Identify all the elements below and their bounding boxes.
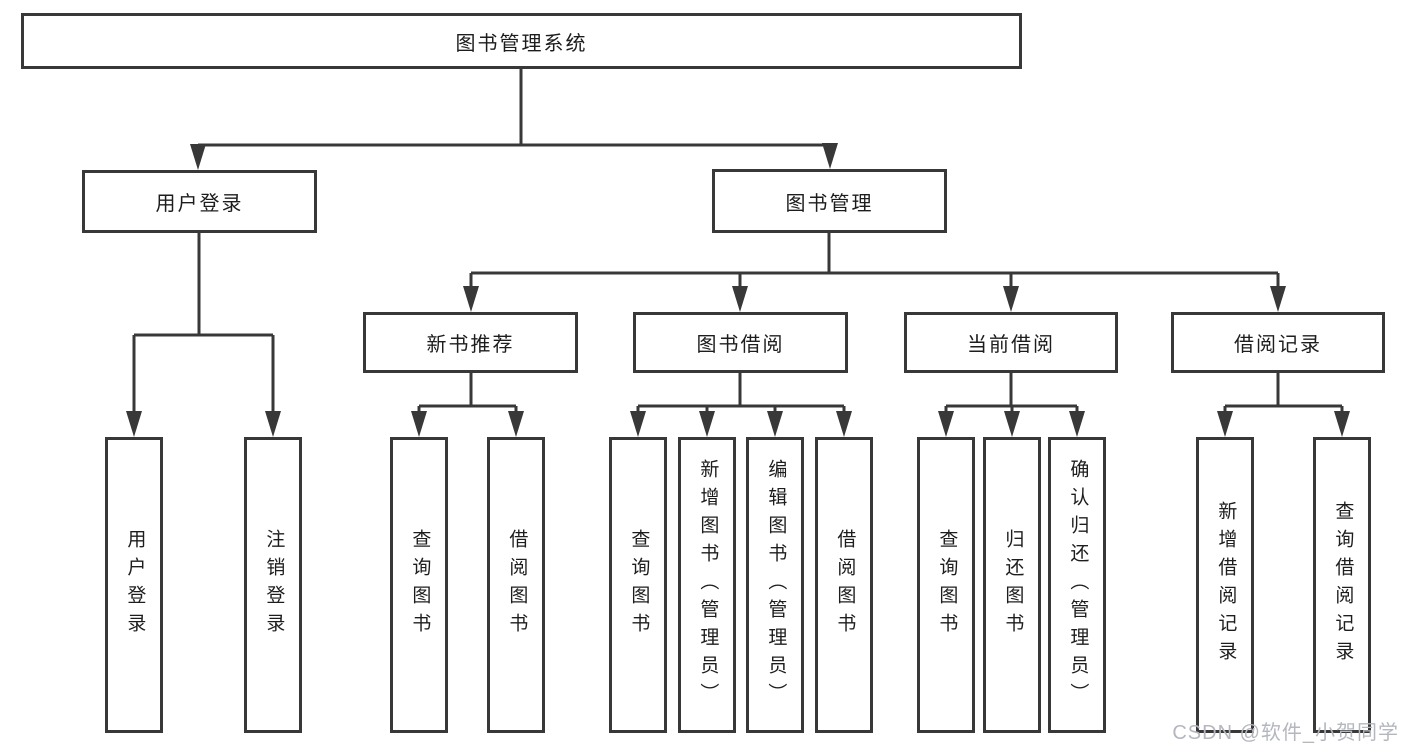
leaf-user-login-label: 用户登录 xyxy=(124,529,146,641)
leaf-borrow-books-label: 借阅图书 xyxy=(834,529,856,641)
leaf-query-books-current: 查询图书 xyxy=(917,437,975,733)
leaf-add-borrow-record: 新增借阅记录 xyxy=(1196,437,1254,733)
node-borrowing-records-label: 借阅记录 xyxy=(1234,334,1322,356)
node-system-root-label: 图书管理系统 xyxy=(455,32,588,55)
node-new-book-recommendation-label: 新书推荐 xyxy=(426,334,515,356)
node-book-management-label: 图书管理 xyxy=(785,192,874,215)
node-user-login-label: 用户登录 xyxy=(155,193,244,215)
leaf-return-books: 归还图书 xyxy=(983,437,1041,733)
node-system-root: 图书管理系统 xyxy=(21,13,1022,69)
leaf-confirm-return-admin-label: 确认归还（管理员） xyxy=(1067,459,1089,711)
node-book-borrowing: 图书借阅 xyxy=(633,312,848,373)
node-borrowing-records: 借阅记录 xyxy=(1171,312,1385,373)
leaf-query-borrow-record-label: 查询借阅记录 xyxy=(1332,501,1354,669)
leaf-confirm-return-admin: 确认归还（管理员） xyxy=(1048,437,1106,733)
node-user-login: 用户登录 xyxy=(82,170,317,233)
leaf-add-borrow-record-label: 新增借阅记录 xyxy=(1215,501,1237,669)
leaf-borrow-books: 借阅图书 xyxy=(815,437,873,733)
leaf-query-books-current-label: 查询图书 xyxy=(936,529,958,641)
leaf-query-books-borrow-label: 查询图书 xyxy=(628,529,650,641)
csdn-watermark: CSDN @软件_小贺同学 xyxy=(1172,722,1399,744)
leaf-edit-books-admin-label: 编辑图书（管理员） xyxy=(765,459,787,711)
leaf-user-login: 用户登录 xyxy=(105,437,163,733)
leaf-add-books-admin: 新增图书（管理员） xyxy=(678,437,736,733)
node-current-borrowing: 当前借阅 xyxy=(904,312,1118,373)
leaf-logout: 注销登录 xyxy=(244,437,302,733)
leaf-add-books-admin-label: 新增图书（管理员） xyxy=(697,459,719,711)
leaf-query-books-borrow: 查询图书 xyxy=(609,437,667,733)
leaf-borrow-books-recommend-label: 借阅图书 xyxy=(506,529,528,641)
leaf-edit-books-admin: 编辑图书（管理员） xyxy=(746,437,804,733)
node-new-book-recommendation: 新书推荐 xyxy=(363,312,578,373)
leaf-query-books-recommend: 查询图书 xyxy=(390,437,448,733)
leaf-logout-label: 注销登录 xyxy=(263,529,285,641)
leaf-return-books-label: 归还图书 xyxy=(1002,529,1024,641)
leaf-query-borrow-record: 查询借阅记录 xyxy=(1313,437,1371,733)
leaf-borrow-books-recommend: 借阅图书 xyxy=(487,437,545,733)
leaf-query-books-recommend-label: 查询图书 xyxy=(409,529,431,641)
node-current-borrowing-label: 当前借阅 xyxy=(967,334,1055,356)
node-book-borrowing-label: 图书借阅 xyxy=(696,334,785,356)
node-book-management: 图书管理 xyxy=(712,169,947,233)
